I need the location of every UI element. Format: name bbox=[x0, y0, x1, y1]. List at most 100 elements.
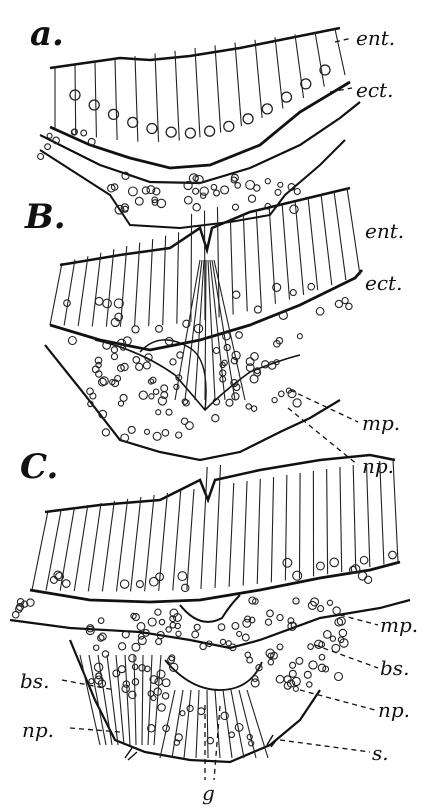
cell-nucleus bbox=[92, 366, 99, 373]
panel-b-letter: B. bbox=[24, 197, 66, 237]
cell-nucleus bbox=[89, 100, 99, 110]
cell-nucleus bbox=[232, 623, 239, 630]
cell-nucleus bbox=[132, 643, 140, 651]
cell-wall-line bbox=[208, 260, 215, 400]
cell-nucleus bbox=[102, 429, 109, 436]
cell-wall-line bbox=[187, 489, 194, 590]
cell-wall-line bbox=[145, 495, 155, 591]
cell-nucleus bbox=[186, 422, 194, 430]
cell-wall-line bbox=[78, 256, 88, 326]
cell-wall-line bbox=[353, 465, 356, 569]
cell-nucleus bbox=[248, 195, 255, 202]
cell-nucleus bbox=[277, 615, 283, 621]
cell-nucleus bbox=[330, 558, 339, 567]
cell-nucleus bbox=[174, 384, 179, 389]
cell-nucleus bbox=[132, 679, 138, 685]
cell-nucleus bbox=[265, 619, 271, 625]
cell-nucleus bbox=[246, 404, 251, 409]
cell-nucleus bbox=[94, 663, 102, 671]
cell-nucleus bbox=[180, 711, 185, 716]
cell-nucleus bbox=[237, 631, 242, 636]
cell-wall-line bbox=[223, 690, 232, 758]
cell-nucleus bbox=[45, 144, 51, 150]
cell-wall-line bbox=[142, 655, 143, 745]
cell-nucleus bbox=[178, 572, 187, 581]
panel-b-label-mp: mp. bbox=[362, 411, 400, 435]
cell-nucleus bbox=[120, 394, 127, 401]
cell-wall-line bbox=[60, 507, 74, 591]
cell-nucleus bbox=[137, 623, 145, 631]
panel-b-label-ent: ent. bbox=[365, 219, 404, 243]
cell-nucleus bbox=[318, 664, 325, 671]
cell-nucleus bbox=[95, 297, 103, 305]
cell-nucleus bbox=[162, 430, 169, 437]
panel-b-label-ect: ect. bbox=[365, 271, 402, 295]
cell-wall-line bbox=[177, 232, 179, 323]
cell-wall-line bbox=[285, 475, 286, 580]
cell-nucleus bbox=[185, 128, 195, 138]
cell-wall-line bbox=[295, 34, 304, 98]
cell-nucleus bbox=[218, 624, 225, 631]
cell-nucleus bbox=[327, 600, 332, 605]
cell-nucleus bbox=[63, 580, 71, 588]
cell-nucleus bbox=[166, 127, 176, 137]
cell-wall-line bbox=[175, 51, 179, 141]
cell-nucleus bbox=[247, 657, 253, 663]
cell-nucleus bbox=[265, 179, 270, 184]
cell-nucleus bbox=[50, 576, 57, 583]
panel-b-cell-columns bbox=[50, 188, 360, 400]
cell-nucleus bbox=[68, 337, 76, 345]
cell-wall-line bbox=[334, 191, 346, 280]
cell-wall-line bbox=[64, 260, 75, 326]
cell-nucleus bbox=[317, 562, 325, 570]
cell-nucleus bbox=[235, 183, 241, 189]
cell-nucleus bbox=[254, 306, 261, 313]
cell-nucleus bbox=[170, 359, 176, 365]
cell-wall-line bbox=[215, 45, 221, 132]
cell-wall-line bbox=[135, 56, 138, 142]
cell-nucleus bbox=[100, 377, 108, 385]
panel-c-cell-columns bbox=[32, 459, 398, 758]
cell-wall-line bbox=[340, 467, 342, 572]
cell-wall-line bbox=[102, 501, 114, 591]
cell-wall-line bbox=[131, 497, 141, 591]
cell-wall-line bbox=[256, 212, 261, 308]
cell-wall-line bbox=[173, 491, 181, 590]
panel-a-letter: a. bbox=[30, 14, 64, 54]
cell-wall-line bbox=[205, 211, 206, 321]
cell-nucleus bbox=[290, 662, 296, 668]
cell-nucleus bbox=[129, 655, 136, 662]
cell-wall-line bbox=[243, 215, 247, 311]
cell-nucleus bbox=[358, 572, 366, 580]
cell-nucleus bbox=[251, 353, 259, 361]
panel-c-label-np-left: np. bbox=[22, 718, 54, 742]
cell-wall-line bbox=[88, 503, 101, 591]
cell-nucleus bbox=[290, 290, 296, 296]
cell-nucleus bbox=[111, 354, 117, 360]
cell-wall-line bbox=[210, 260, 225, 400]
cell-nucleus bbox=[333, 607, 340, 614]
cell-nucleus bbox=[128, 426, 135, 433]
cell-nucleus bbox=[342, 298, 348, 304]
cell-nucleus bbox=[161, 385, 168, 392]
cell-nucleus bbox=[182, 584, 189, 591]
cell-wall-line bbox=[172, 690, 183, 758]
cell-nucleus bbox=[135, 197, 143, 205]
cell-nucleus bbox=[214, 190, 220, 196]
cell-wall-line bbox=[116, 499, 127, 591]
cell-nucleus bbox=[12, 611, 19, 618]
cell-nucleus bbox=[166, 409, 172, 415]
cell-nucleus bbox=[132, 326, 139, 333]
cell-nucleus bbox=[133, 357, 140, 364]
cell-nucleus bbox=[316, 308, 324, 316]
panel-a-label-ect: ect. bbox=[356, 78, 393, 102]
cell-nucleus bbox=[251, 679, 259, 687]
cell-nucleus bbox=[148, 618, 156, 626]
cell-nucleus bbox=[192, 631, 199, 638]
cell-wall-line bbox=[160, 690, 175, 758]
cell-nucleus bbox=[296, 658, 303, 665]
cell-nucleus bbox=[246, 181, 255, 190]
panel-c-letter: C. bbox=[20, 447, 58, 487]
cell-nucleus bbox=[198, 708, 205, 715]
cell-nucleus bbox=[200, 643, 206, 649]
